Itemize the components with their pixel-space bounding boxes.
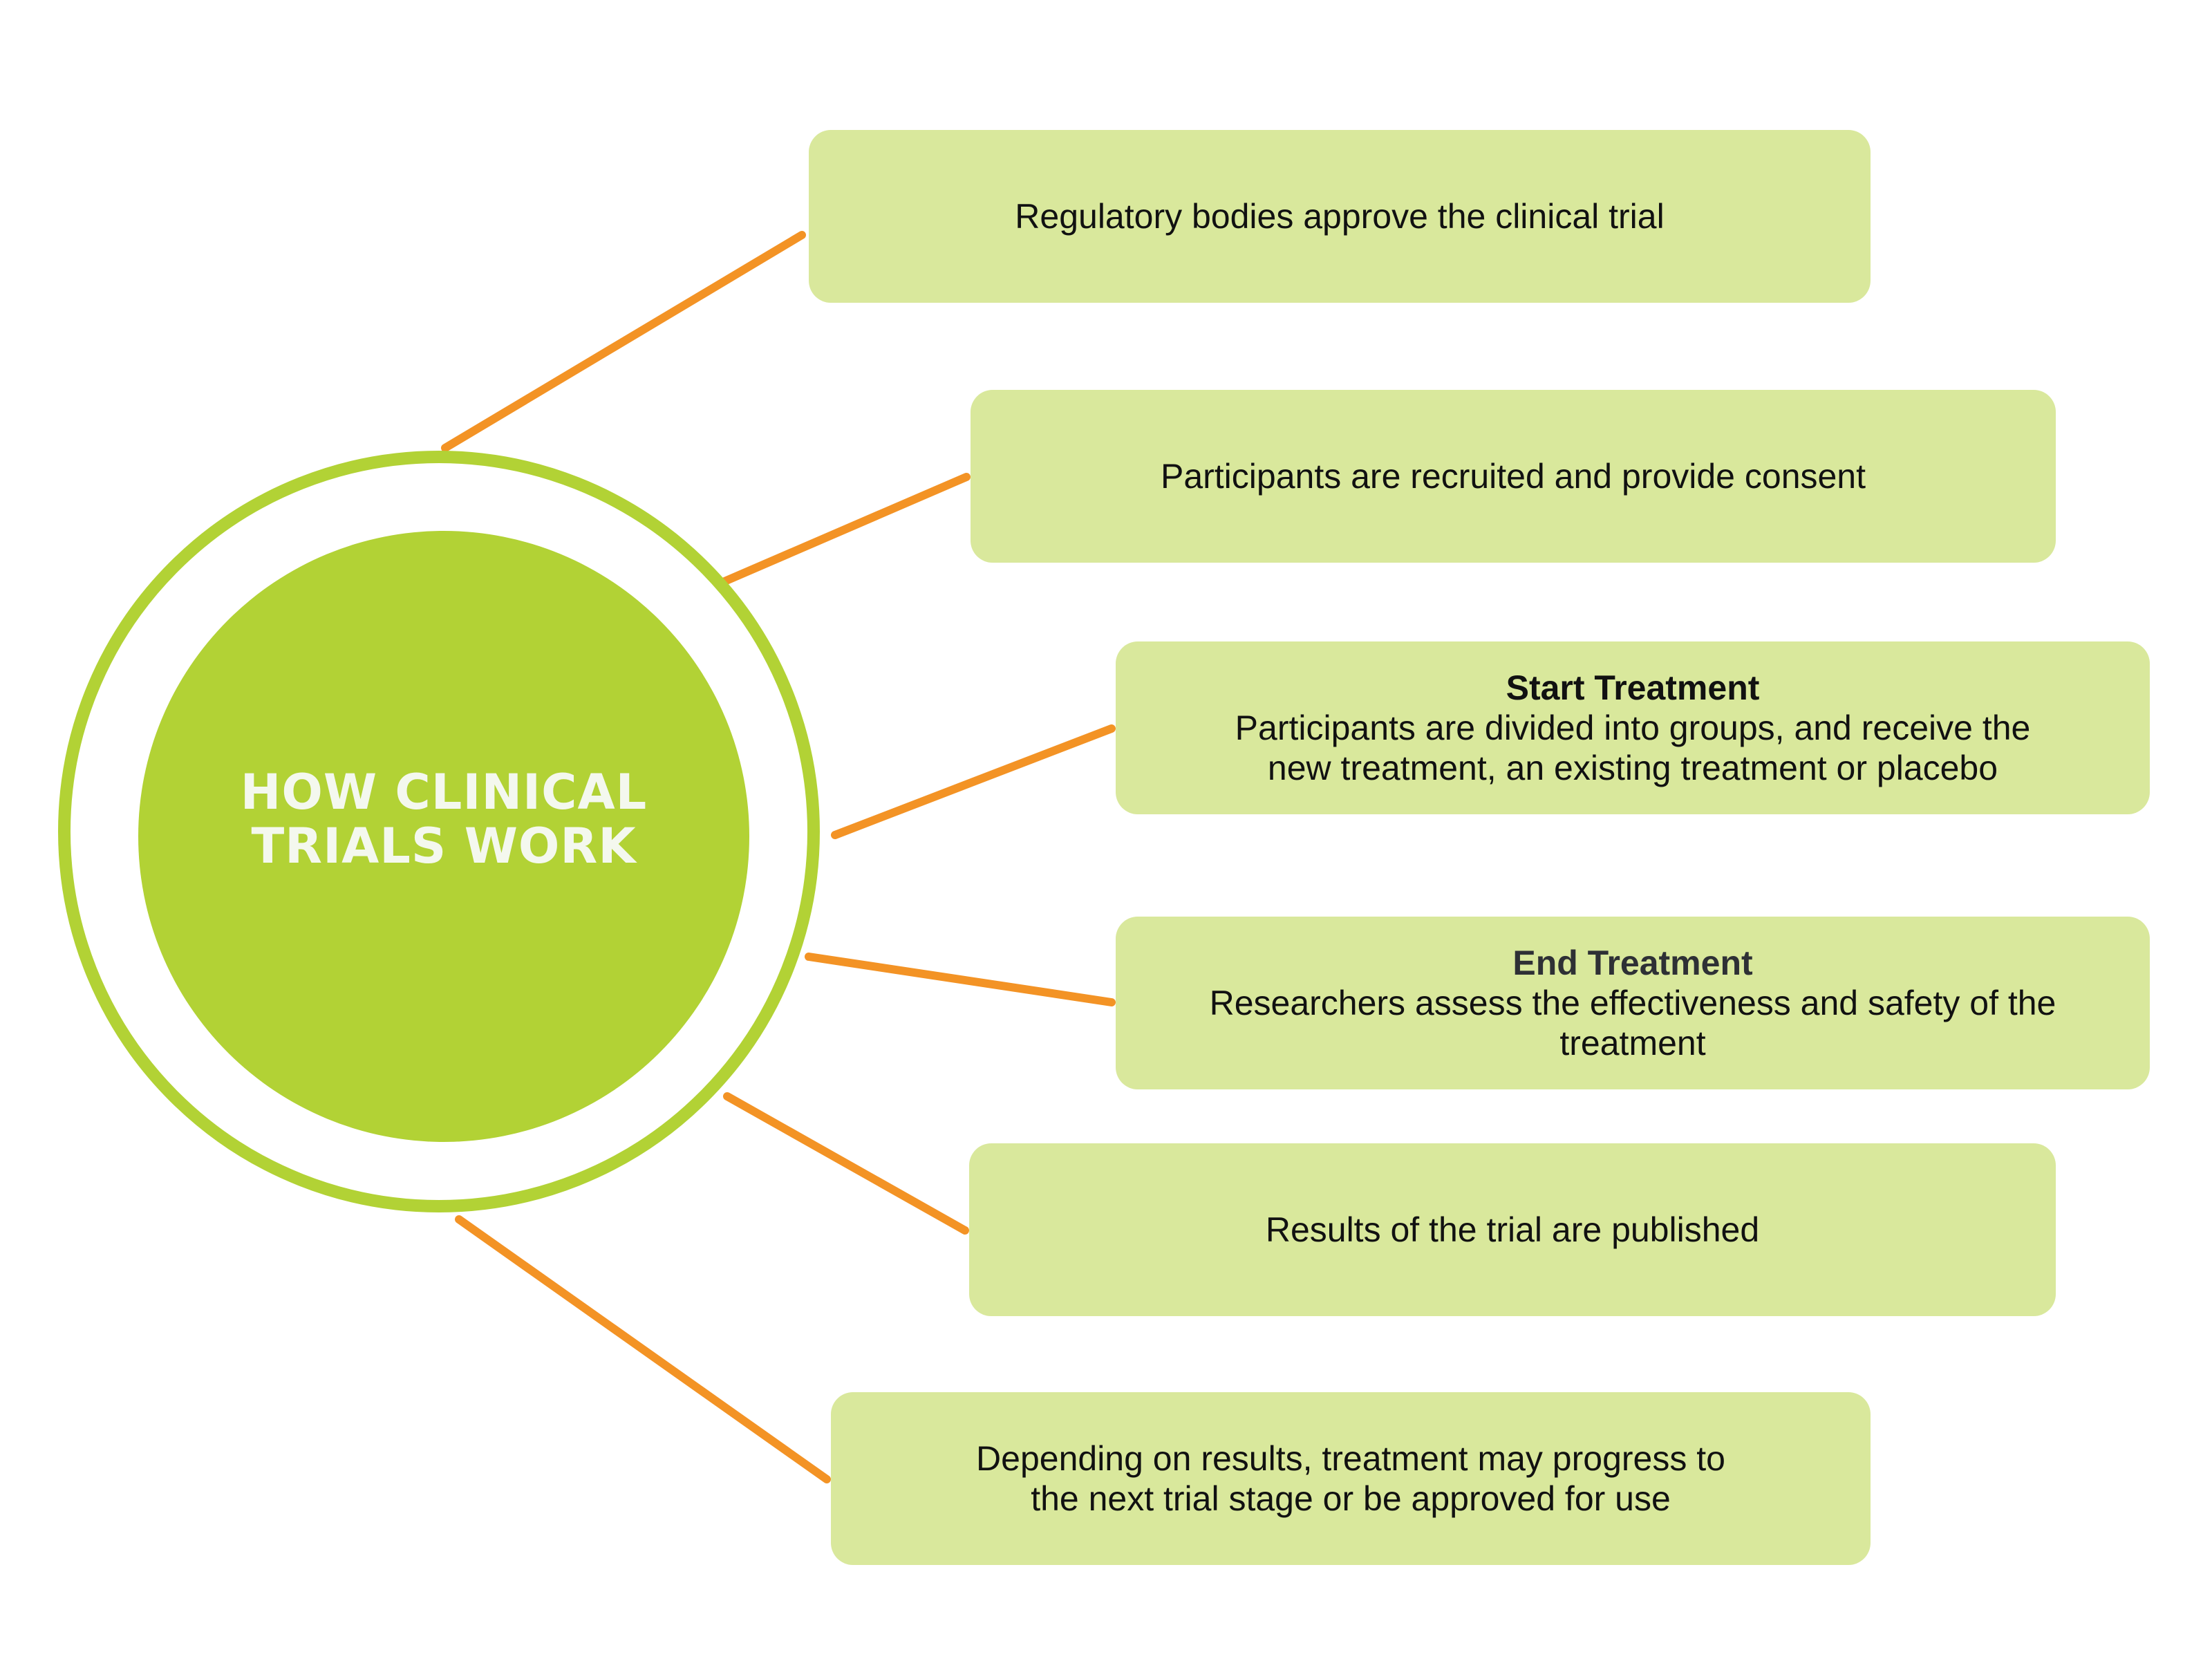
connector-step-5 [723, 1092, 969, 1235]
step-heading: Start Treatment [1506, 668, 1760, 707]
center-disc: HOW CLINICAL TRIALS WORK [138, 531, 749, 1142]
connector-step-2 [719, 473, 971, 586]
step-box-regulatory-approval: Regulatory bodies approve the clinical t… [809, 130, 1871, 303]
step-text: the next trial stage or be approved for … [1031, 1479, 1671, 1518]
title-line-2: TRIALS WORK [251, 818, 637, 874]
connector-step-4 [805, 953, 1116, 1006]
step-box-next-stage: Depending on results, treatment may prog… [831, 1392, 1871, 1565]
step-box-results-published: Results of the trial are published [969, 1143, 2056, 1316]
step-text: Participants are recruited and provide c… [1160, 457, 1866, 496]
step-text: Researchers assess the effectiveness and… [1209, 984, 2056, 1022]
step-text: Regulatory bodies approve the clinical t… [1015, 197, 1665, 236]
step-text: Participants are divided into groups, an… [1235, 709, 2031, 747]
step-box-start-treatment: Start Treatment Participants are divided… [1116, 641, 2150, 814]
connector-step-1 [441, 231, 806, 452]
connector-step-6 [455, 1215, 831, 1483]
step-box-recruitment: Participants are recruited and provide c… [971, 390, 2056, 563]
step-text: Results of the trial are published [1265, 1210, 1760, 1249]
step-text: treatment [1559, 1024, 1706, 1062]
step-heading: End Treatment [1512, 944, 1753, 982]
step-text: Depending on results, treatment may prog… [976, 1439, 1725, 1478]
step-box-end-treatment: End Treatment Researchers assess the eff… [1116, 917, 2150, 1089]
title-line-1: HOW CLINICAL [240, 764, 648, 821]
diagram-title: HOW CLINICAL TRIALS WORK [195, 765, 693, 873]
step-text: new treatment, an existing treatment or … [1267, 749, 1998, 787]
connector-step-3 [831, 724, 1116, 839]
